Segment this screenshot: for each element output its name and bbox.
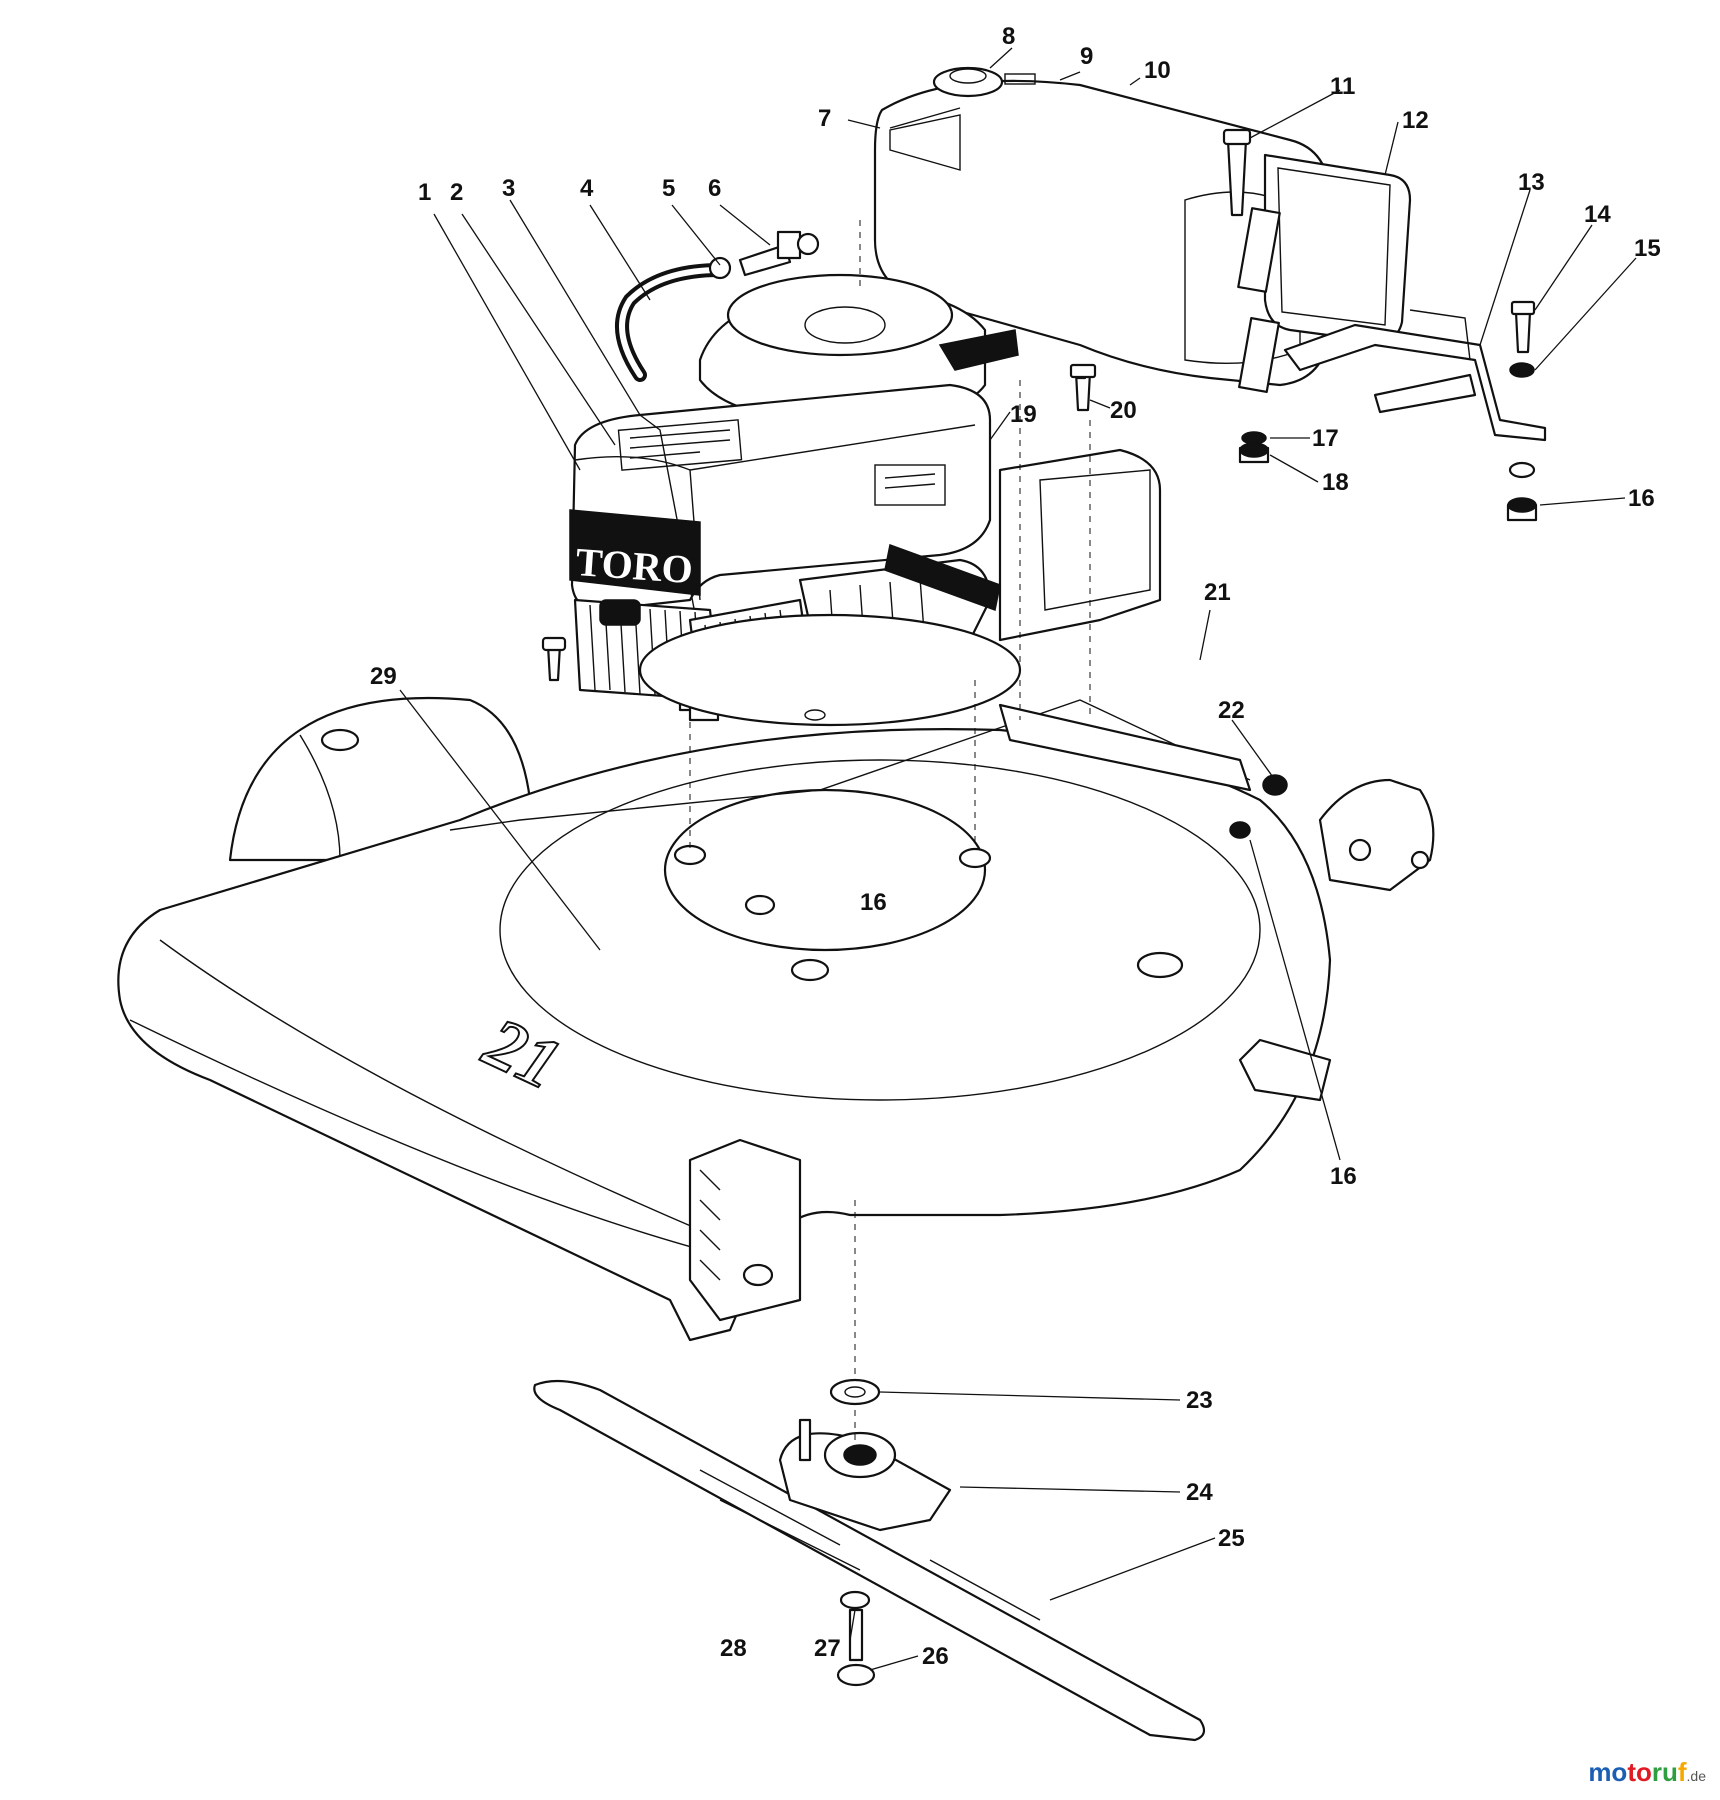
- callout-5: 5: [662, 175, 675, 202]
- callout-29: 29: [370, 663, 397, 690]
- callout-22: 22: [1218, 697, 1245, 724]
- tank-bracket: [1283, 309, 1547, 442]
- callout-13: 13: [1518, 169, 1545, 196]
- callout-18: 18: [1322, 469, 1349, 496]
- watermark-logo: motoruf.de: [1588, 1757, 1706, 1787]
- blade-assembly: [533, 1378, 1206, 1742]
- callout-3: 3: [502, 175, 515, 202]
- callout-1: 1: [418, 179, 431, 206]
- callout-27: 27: [814, 1635, 841, 1662]
- callout-16-right: 16: [1330, 1163, 1357, 1190]
- callout-15: 15: [1634, 235, 1661, 262]
- callout-23: 23: [1186, 1387, 1213, 1414]
- callout-17: 17: [1312, 425, 1339, 452]
- engine: TORO: [541, 230, 1162, 727]
- callout-10: 10: [1144, 57, 1171, 84]
- callout-8: 8: [1002, 23, 1015, 50]
- callout-20: 20: [1110, 397, 1137, 424]
- callout-25: 25: [1218, 1525, 1245, 1552]
- callout-26: 26: [922, 1643, 949, 1670]
- mower-deck: 21: [117, 696, 1435, 1342]
- callout-24: 24: [1186, 1479, 1213, 1506]
- callout-6: 6: [708, 175, 721, 202]
- callout-19: 19: [1010, 401, 1037, 428]
- callout-16-deck: 16: [860, 889, 887, 916]
- callout-21: 21: [1204, 579, 1231, 606]
- callout-4: 4: [580, 175, 594, 202]
- callout-7: 7: [818, 105, 831, 132]
- alignment-lines: [689, 220, 1091, 1440]
- hardware-right: [1069, 128, 1538, 522]
- callout-9: 9: [1080, 43, 1093, 70]
- callout-11: 11: [1330, 73, 1355, 100]
- fuel-tank: [873, 66, 1332, 387]
- callout-14: 14: [1584, 201, 1611, 228]
- callout-2: 2: [450, 179, 463, 206]
- callout-12: 12: [1402, 107, 1429, 134]
- engine-brand-text: TORO: [574, 539, 694, 592]
- callout-16-washer: 16: [1628, 485, 1655, 512]
- callout-labels: 1 2 3 4 5 6 7 8 9 10 11 12 13 14 15 16 1…: [370, 23, 1661, 1670]
- watermark-tld: .de: [1686, 1768, 1706, 1784]
- leader-lines: [399, 47, 1637, 1671]
- callout-28: 28: [720, 1635, 747, 1662]
